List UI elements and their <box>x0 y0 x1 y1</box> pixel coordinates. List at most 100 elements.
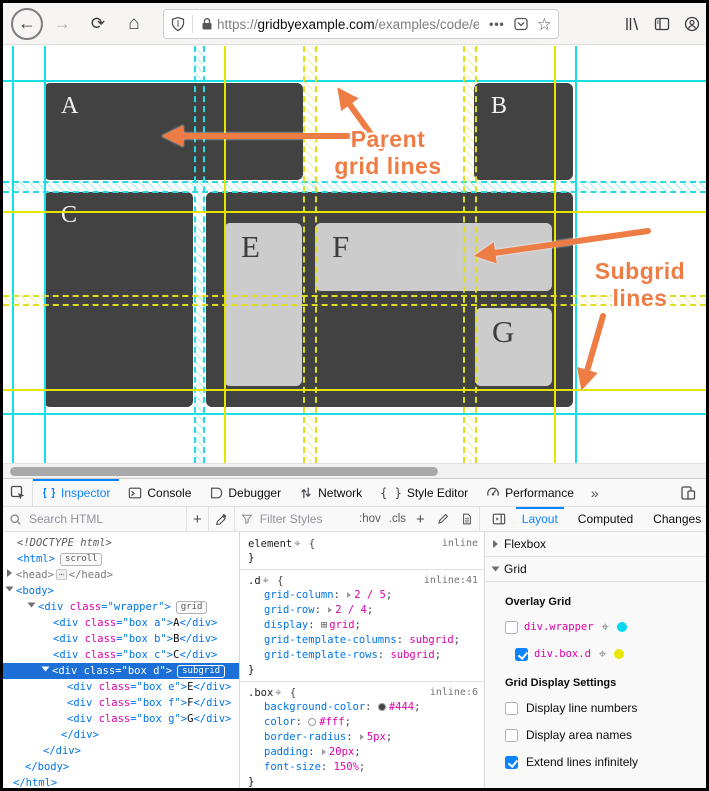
grid-color-swatch[interactable] <box>616 622 627 632</box>
rule-source-link[interactable]: inline:41 <box>423 575 478 586</box>
expand-value-icon[interactable] <box>328 607 333 613</box>
library-icon[interactable] <box>624 16 640 32</box>
tree-row[interactable]: <div class="box f">F</div> <box>3 695 239 711</box>
css-property[interactable]: grid-template-columns: subgrid; <box>264 634 461 646</box>
tracking-protection-shield-icon[interactable] <box>170 16 186 32</box>
highlight-grid-icon[interactable]: ⌖ <box>601 619 609 634</box>
css-property[interactable]: grid-row: 2 / 4; <box>264 604 374 616</box>
toggle-classes-button[interactable]: .cls <box>388 513 406 525</box>
tree-row[interactable]: <div class="box a">A</div> <box>3 615 239 631</box>
markup-tree-pane[interactable]: <!DOCTYPE html><html>scroll<head>⋯</head… <box>3 532 240 788</box>
filter-styles-input[interactable] <box>257 511 355 527</box>
css-property[interactable]: color: #fff; <box>264 716 351 728</box>
expand-value-icon[interactable] <box>347 592 352 598</box>
toggle-pseudo-classes-button[interactable]: :hov <box>359 513 381 525</box>
rule-selector-row[interactable]: inline:41.d⌖ { <box>248 574 478 587</box>
tab-debugger[interactable]: Debugger <box>200 479 290 506</box>
css-property[interactable]: background-color: #444; <box>264 701 421 713</box>
tab-network[interactable]: Network <box>290 479 371 506</box>
code-token: <div <box>52 665 84 677</box>
tab-style-editor[interactable]: { } Style Editor <box>371 479 477 506</box>
expand-value-icon[interactable] <box>321 749 326 755</box>
setting-checkbox[interactable] <box>505 728 518 742</box>
grid-toggle-icon[interactable]: ⊞ <box>320 619 328 631</box>
tree-row[interactable]: <body> <box>3 583 239 599</box>
tree-row[interactable]: <html>scroll <box>3 551 239 567</box>
rule-selector-row[interactable]: inline:6.box⌖ { <box>248 686 478 699</box>
rule-source-link[interactable]: inline:6 <box>429 687 478 698</box>
css-property[interactable]: grid-column: 2 / 5; <box>264 589 393 601</box>
expand-arrow-icon[interactable] <box>41 666 50 672</box>
color-swatch[interactable] <box>308 718 317 726</box>
tab-performance[interactable]: Performance <box>477 479 583 506</box>
tab-console[interactable]: Console <box>119 479 200 506</box>
url-bar[interactable]: https://gridbyexample.com/examples/code/… <box>163 9 559 39</box>
grid-accordion[interactable]: Grid <box>485 557 706 582</box>
tree-row[interactable]: <div class="box e">E</div> <box>3 679 239 695</box>
expand-arrow-icon[interactable] <box>27 602 36 608</box>
markup-badge-subgrid[interactable]: subgrid <box>177 665 226 678</box>
setting-checkbox[interactable] <box>505 701 518 715</box>
search-html-input[interactable] <box>27 511 186 527</box>
bookmark-star-icon[interactable]: ☆ <box>536 14 552 34</box>
expand-arrow-icon[interactable] <box>5 586 14 592</box>
tree-row[interactable]: </html> <box>3 775 239 788</box>
forward-button[interactable]: → <box>53 13 71 33</box>
new-rule-button[interactable]: + <box>416 510 425 528</box>
grid-overlay-checkbox[interactable] <box>515 647 528 661</box>
tree-row[interactable]: <div class="box b">B</div> <box>3 631 239 647</box>
css-property[interactable]: font-size: 150%; <box>264 761 366 773</box>
tree-row[interactable]: </div> <box>3 727 239 743</box>
pencil-icon[interactable] <box>431 507 455 531</box>
flexbox-accordion[interactable]: Flexbox <box>485 532 706 557</box>
css-property[interactable]: grid-template-rows: subgrid; <box>264 649 442 661</box>
tree-row[interactable]: </body> <box>3 759 239 775</box>
highlight-selector-icon[interactable]: ⌖ <box>294 537 301 550</box>
eyedropper-icon[interactable] <box>207 507 234 531</box>
pocket-icon[interactable] <box>513 16 529 32</box>
highlight-grid-icon[interactable]: ⌖ <box>598 646 607 661</box>
markup-badge-scroll[interactable]: scroll <box>59 553 103 566</box>
braces-icon: { } <box>380 485 402 500</box>
tree-row[interactable]: </div> <box>3 743 239 759</box>
node-picker-button[interactable] <box>3 479 33 506</box>
back-button[interactable]: ← <box>11 7 43 40</box>
scrollbar-thumb[interactable] <box>10 467 438 476</box>
page-actions-icon[interactable]: ••• <box>489 17 505 31</box>
sidebar-toggle-icon[interactable] <box>486 507 512 531</box>
tree-row[interactable]: <div class="box d">subgrid <box>3 663 239 679</box>
css-property[interactable]: border-radius: 5px; <box>264 731 393 743</box>
tab-inspector[interactable]: Inspector <box>33 479 120 506</box>
markup-badge-grid[interactable]: grid <box>175 601 208 614</box>
tree-row[interactable]: <div class="wrapper">grid <box>3 599 239 615</box>
tab-changes[interactable]: Changes <box>653 512 702 526</box>
highlight-selector-icon[interactable]: ⌖ <box>275 686 282 699</box>
tree-row[interactable]: <div class="box c">C</div> <box>3 647 239 663</box>
color-swatch[interactable] <box>377 703 386 711</box>
rule-source-link[interactable]: inline <box>441 538 478 549</box>
expand-value-icon[interactable] <box>359 734 364 740</box>
tree-row[interactable]: <head>⋯</head> <box>3 567 239 583</box>
css-property[interactable]: padding: 20px; <box>264 746 361 758</box>
grid-overlay-checkbox[interactable] <box>505 620 518 634</box>
reload-button[interactable]: ⟳ <box>90 13 106 33</box>
page-horizontal-scrollbar[interactable] <box>3 463 706 478</box>
more-tabs-button[interactable]: » <box>590 484 599 501</box>
tree-row[interactable]: <div class="box g">G</div> <box>3 711 239 727</box>
tab-computed[interactable]: Computed <box>577 512 634 526</box>
home-button[interactable]: ⌂ <box>128 12 140 34</box>
responsive-design-mode-icon[interactable] <box>670 479 706 506</box>
expand-arrow-icon[interactable] <box>7 569 12 577</box>
highlight-selector-icon[interactable]: ⌖ <box>262 574 269 587</box>
tree-row[interactable]: <!DOCTYPE html> <box>3 535 239 551</box>
setting-checkbox[interactable] <box>505 755 518 769</box>
grid-color-swatch[interactable] <box>614 649 625 659</box>
print-media-simulation-icon[interactable] <box>455 507 479 531</box>
css-property[interactable]: display: ⊞grid; <box>264 619 361 631</box>
tab-layout[interactable]: Layout <box>512 507 568 531</box>
account-icon[interactable] <box>684 16 700 32</box>
sidebar-icon[interactable] <box>654 16 670 32</box>
add-node-button[interactable]: + <box>186 507 208 531</box>
